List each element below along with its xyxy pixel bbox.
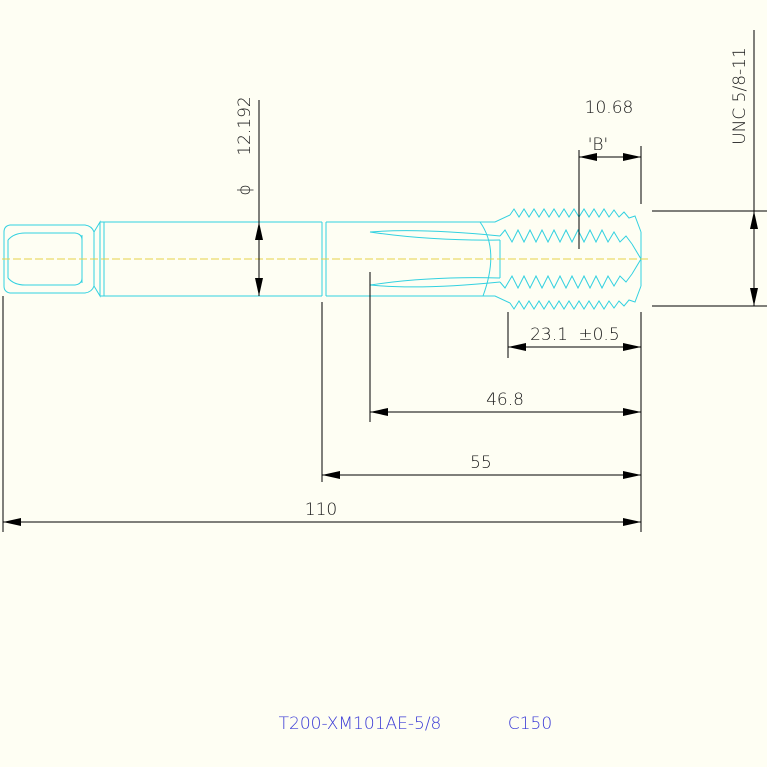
part-number-label: T200-XM101AE-5/8 [279,714,442,734]
thread-length-dimension [507,312,642,532]
thread-dimension [652,30,767,307]
code-label: C150 [508,714,552,734]
flute-length-dimension [369,272,641,422]
thread-length-label: 23.1 [530,325,568,345]
diameter-symbol: ϕ [235,184,255,195]
diameter-dimension [255,100,263,296]
thread-spec-label: UNC 5/8-11 [730,47,750,145]
thread-tolerance-label: ±0.5 [578,325,619,345]
overall-length-dimension [2,296,641,532]
body-length-label: 55 [470,453,492,473]
neck-length-label: 10.68 [585,98,634,118]
section-mark-label: 'B' [588,135,608,155]
flute-length-label: 46.8 [486,390,524,410]
body-length-dimension [321,302,641,482]
diameter-value: 12.192 [235,96,255,155]
overall-length-label: 110 [305,500,337,520]
neck-dimension [578,146,642,249]
